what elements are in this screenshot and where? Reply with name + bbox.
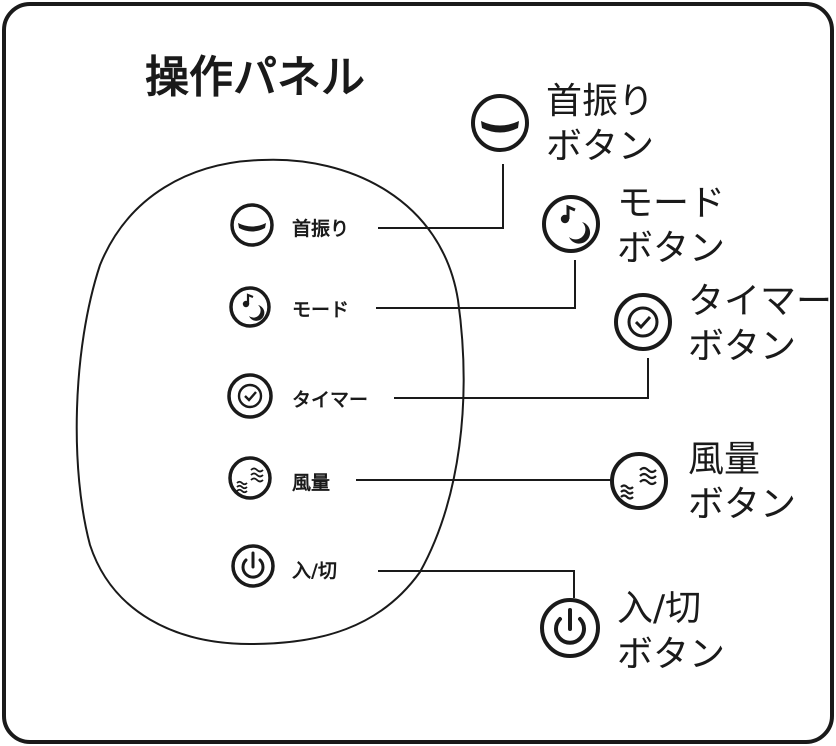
wind-volume-icon <box>620 466 657 500</box>
panel-label-mode: モード <box>292 299 349 321</box>
panel-button-mode[interactable] <box>229 286 271 328</box>
panel-button-swing[interactable] <box>230 203 274 247</box>
callout-power-line2: ボタン <box>617 634 725 675</box>
swing-icon <box>238 223 266 232</box>
callout-wind-line1: 風量 <box>688 439 760 480</box>
leader-lines <box>356 164 649 598</box>
callout-timer-line1: タイマー <box>688 281 832 322</box>
callout-icon-mode <box>542 195 600 253</box>
callout-power-line1: 入/切 <box>617 588 701 629</box>
leader-line-swing <box>378 164 504 229</box>
wind-volume-icon <box>236 467 264 494</box>
timer-icon <box>237 383 263 409</box>
panel-button-wind[interactable] <box>228 456 272 500</box>
swing-icon <box>481 121 519 133</box>
callout-swing-line1: 首振り <box>546 81 654 122</box>
callout-icon-swing <box>471 94 529 152</box>
leader-line-timer <box>394 358 649 399</box>
callout-icon-power <box>540 598 600 658</box>
panel-label-power: 入/切 <box>292 560 337 582</box>
callout-icon-timer <box>614 293 672 351</box>
callout-mode-line2: ボタン <box>617 228 725 269</box>
callout-icon-wind <box>610 452 668 510</box>
timer-icon <box>627 306 659 338</box>
panel-outline <box>75 158 465 646</box>
callout-swing-line2: ボタン <box>546 126 654 167</box>
panel-button-power[interactable] <box>231 544 275 588</box>
leader-line-power <box>378 570 575 598</box>
power-icon <box>554 608 586 645</box>
power-icon <box>241 551 265 579</box>
panel-label-swing: 首振り <box>292 217 349 240</box>
panel-button-timer[interactable] <box>227 373 273 419</box>
page-title: 操作パネル <box>145 52 365 103</box>
panel-label-wind: 風量 <box>292 472 330 494</box>
callout-timer-line2: ボタン <box>688 326 796 367</box>
mode-icon <box>560 204 591 244</box>
mode-icon <box>242 293 265 321</box>
callout-wind-line2: ボタン <box>688 484 796 525</box>
panel-label-timer: タイマー <box>292 389 368 411</box>
leader-line-mode <box>376 260 576 309</box>
callout-mode-line1: モード <box>617 183 725 224</box>
